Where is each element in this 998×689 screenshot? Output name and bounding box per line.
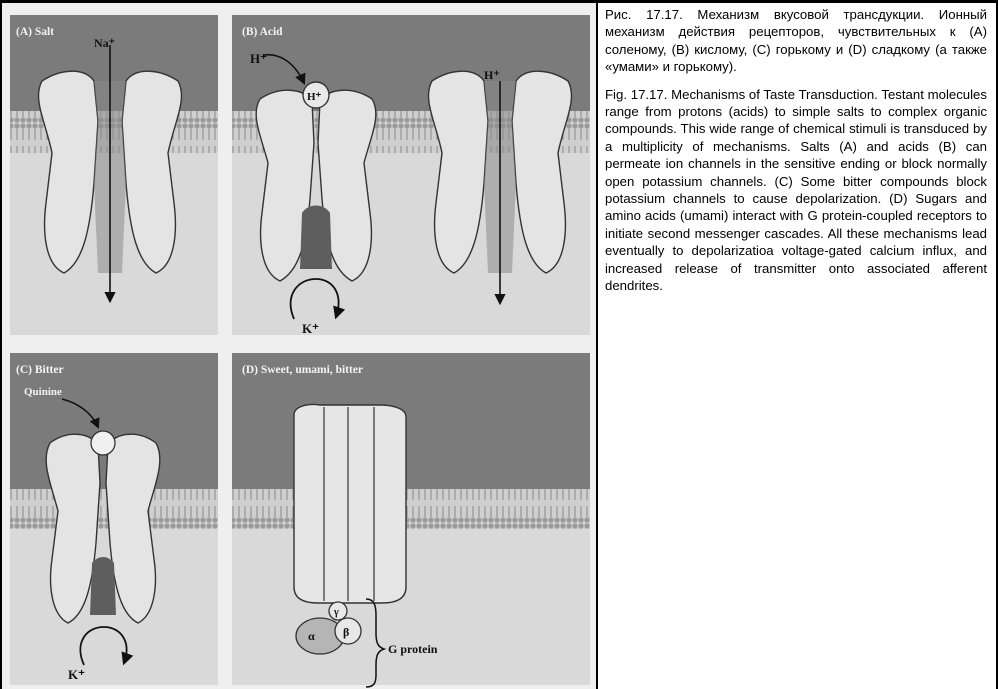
panel-a-label: (A) Salt xyxy=(16,26,54,38)
panel-d-gamma-subunit: γ xyxy=(333,607,339,618)
panel-d-g-protein-label: G protein xyxy=(388,642,438,656)
panel-b-proton-right: H⁺ xyxy=(484,68,500,82)
panel-b-acid: (B) Acid H⁺ H⁺ K⁺ H⁺ xyxy=(232,15,590,336)
panel-c-bitter: (C) Bitter Quinine K⁺ xyxy=(10,353,218,685)
caption-english: Fig. 17.17. Mechanisms of Taste Transduc… xyxy=(605,86,987,295)
figure-illustration: (A) Salt Na⁺ (B) Acid xyxy=(2,3,596,689)
panel-b-label: (B) Acid xyxy=(242,26,283,38)
panel-c-quinine-label: Quinine xyxy=(24,386,62,398)
caption-russian: Рис. 17.17. Механизм вкусовой трансдукци… xyxy=(605,6,987,76)
panel-a-sodium-ion: Na⁺ xyxy=(94,36,115,50)
panel-c-label: (C) Bitter xyxy=(16,364,64,376)
panel-d-sweet-umami-bitter: (D) Sweet, umami, bitter α β γ G protein xyxy=(232,353,590,687)
panel-d-label: (D) Sweet, umami, bitter xyxy=(242,364,363,376)
panel-b-proton-bound: H⁺ xyxy=(307,91,322,103)
figure-caption: Рис. 17.17. Механизм вкусовой трансдукци… xyxy=(605,6,987,304)
panel-b-proton-left: H⁺ xyxy=(250,51,267,66)
panel-d-alpha-subunit: α xyxy=(308,629,315,643)
panel-a-salt: (A) Salt Na⁺ xyxy=(10,15,218,335)
panel-c-potassium: K⁺ xyxy=(68,667,85,682)
taste-transduction-figure: (A) Salt Na⁺ (B) Acid xyxy=(2,3,596,689)
panel-b-potassium: K⁺ xyxy=(302,321,319,336)
column-divider xyxy=(596,0,598,689)
panel-d-beta-subunit: β xyxy=(343,625,349,639)
